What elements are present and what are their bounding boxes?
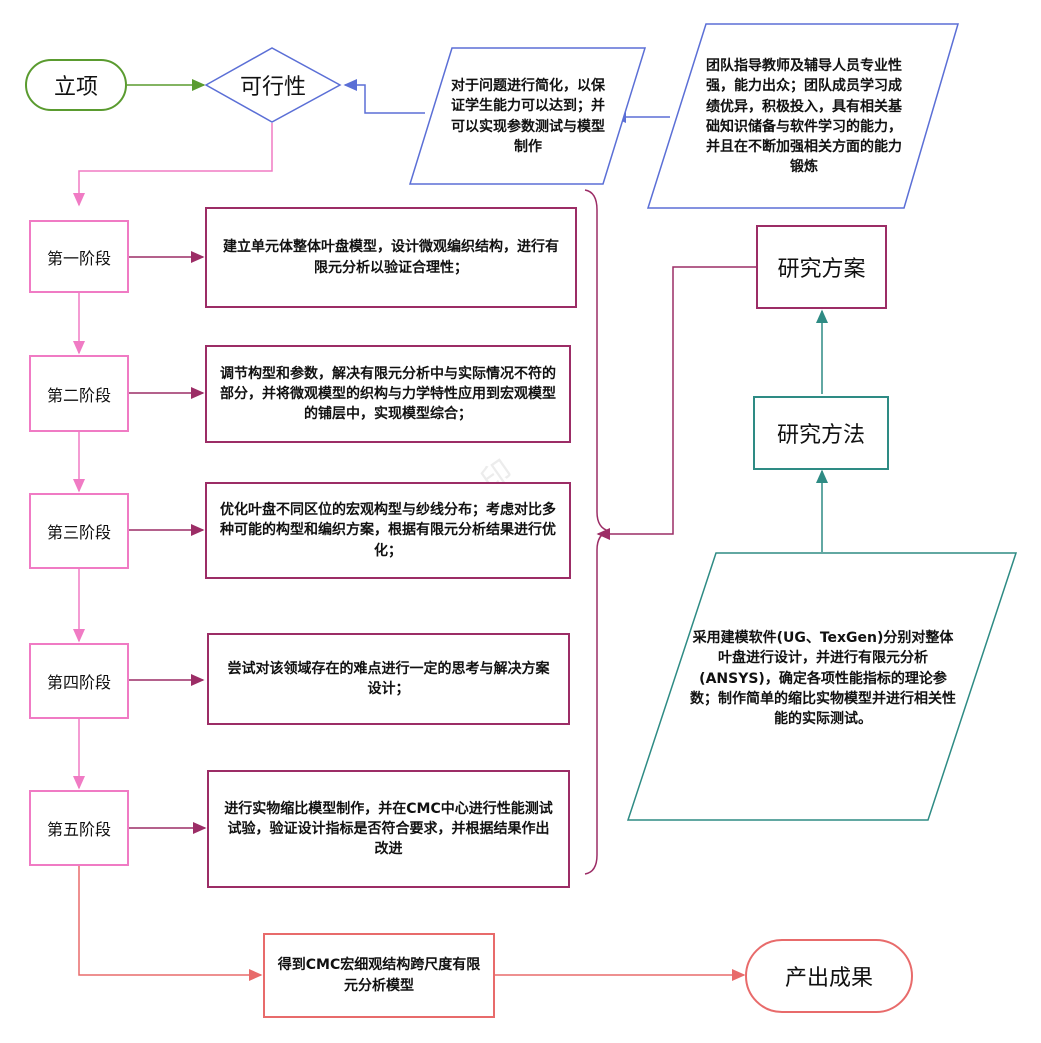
- stage-1-task: 建立单元体整体叶盘模型，设计微观编织结构，进行有限元分析以验证合理性；: [205, 207, 577, 308]
- stage-4-box: 第四阶段: [29, 643, 129, 719]
- start-label: 立项: [53, 75, 98, 100]
- arrow-stage5-model: [78, 866, 263, 981]
- stage-2-task: 调节构型和参数，解决有限元分析中与实际情况不符的部分，并将微观模型的织构与力学特…: [205, 345, 571, 443]
- arrow-simplify-feasibility: [343, 79, 425, 114]
- stage-2-box: 第二阶段: [29, 355, 129, 432]
- stage-4-task: 尝试对该领域存在的难点进行一定的思考与解决方案设计；: [207, 633, 570, 725]
- feasibility-label: 可行性: [239, 75, 306, 100]
- simplify-note-parallelogram: [408, 47, 647, 185]
- team-note-text: 团队指导教师及辅导人员专业性强，能力出众；团队成员学习成绩优异，积极投入，具有相…: [706, 58, 902, 176]
- arrow-plan-brace: [596, 266, 756, 540]
- bracket-brace: [584, 189, 610, 875]
- method-note-parallelogram: [626, 552, 1018, 821]
- stage-5-box: 第五阶段: [29, 790, 129, 866]
- stage-5-task: 进行实物缩比模型制作，并在CMC中心进行性能测试试验，验证设计指标是否符合要求，…: [207, 770, 570, 888]
- simplify-note-text: 对于问题进行简化，以保证学生能力可以达到；并可以实现参数测试与模型制作: [451, 78, 605, 155]
- stage-3-box: 第三阶段: [29, 493, 129, 569]
- model-result-box: 得到CMC宏细观结构跨尺度有限元分析模型: [263, 933, 495, 1018]
- team-note-parallelogram: [646, 23, 960, 209]
- feasibility-decision: [204, 47, 342, 123]
- method-note-text: 采用建模软件(UG、TexGen)分别对整体叶盘进行设计，并进行有限元分析(AN…: [690, 630, 956, 728]
- stage-3-task: 优化叶盘不同区位的宏观构型与纱线分布；考虑对比多种可能的构型和编织方案，根据有限…: [205, 482, 571, 579]
- output-label: 产出成果: [784, 966, 873, 991]
- output-terminator: [745, 939, 913, 1013]
- stage-1-box: 第一阶段: [29, 220, 129, 293]
- arrow-feasibility-stage1: [73, 123, 273, 207]
- research-method-box: 研究方法: [753, 396, 889, 470]
- research-plan-box: 研究方案: [756, 225, 887, 309]
- start-terminator: [25, 59, 127, 111]
